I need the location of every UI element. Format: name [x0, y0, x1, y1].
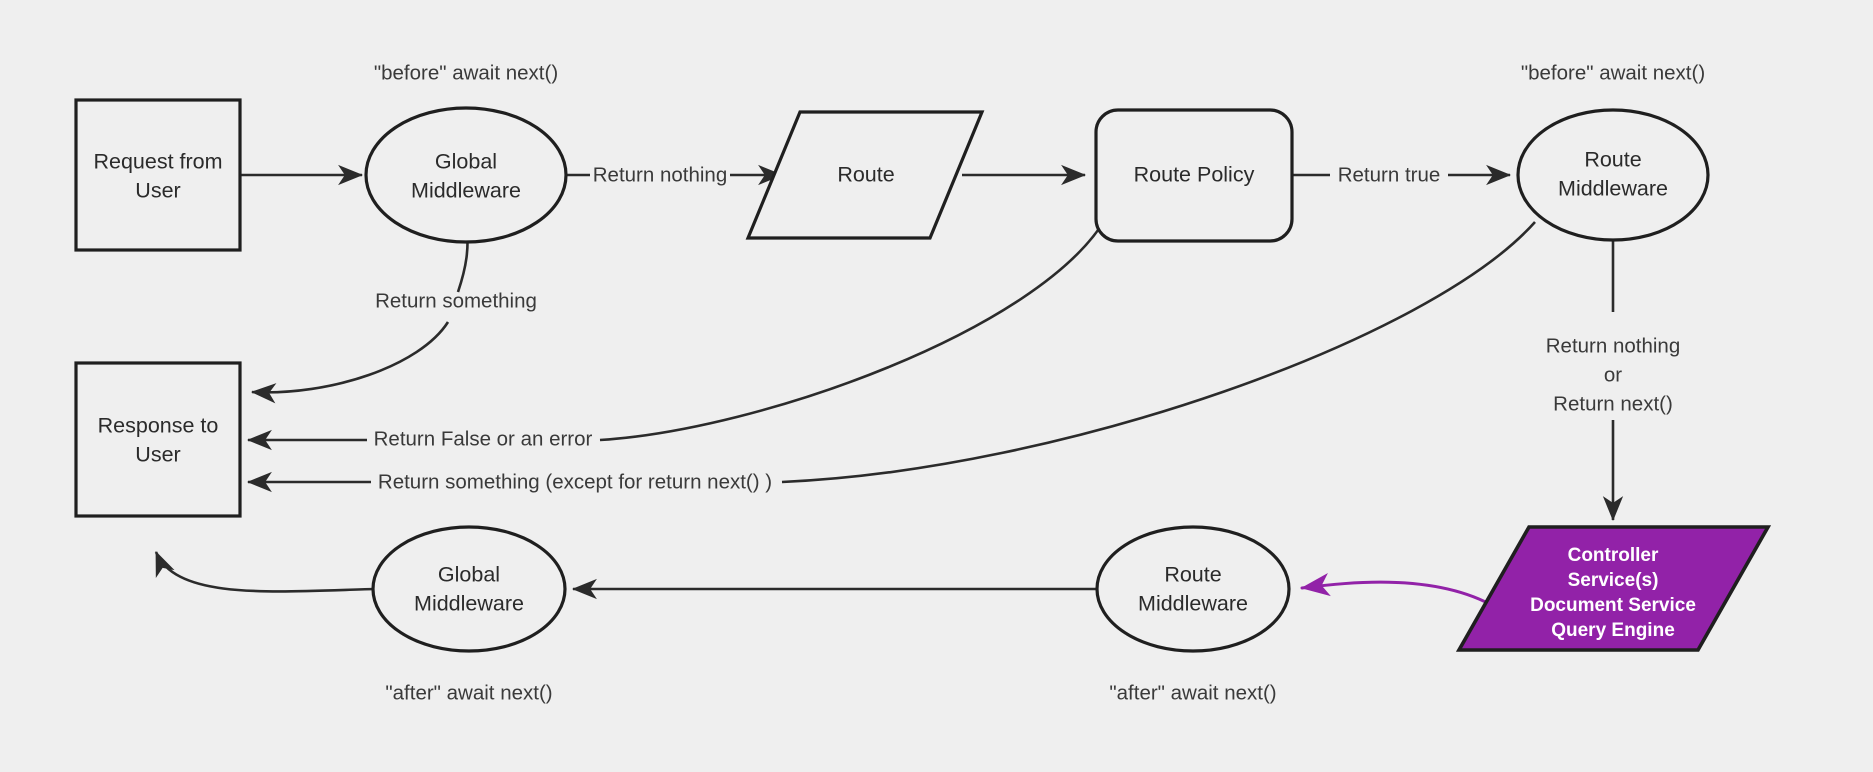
request-from-user-label-line1: Request from	[93, 150, 222, 174]
response-to-user-label-line1: Response to	[98, 414, 219, 438]
controller-services-label-line3: Document Service	[1530, 595, 1696, 616]
route-middleware-top-label-line1: Route	[1584, 148, 1641, 172]
request-from-user-shape	[74, 98, 242, 252]
edge-label-return-false-or-error: Return False or an error	[374, 427, 593, 450]
node-route-middleware-top[interactable]: Route Middleware "before" await next()	[1516, 61, 1710, 242]
global-middleware-top-shape	[364, 106, 568, 244]
controller-services-shape	[1455, 525, 1772, 652]
controller-services-label-line4: Query Engine	[1551, 620, 1675, 641]
global-middleware-top-label-line2: Middleware	[411, 179, 521, 203]
route-policy-label: Route Policy	[1134, 163, 1255, 187]
edge-global-return-something-b	[250, 321, 450, 404]
route-label: Route	[837, 163, 894, 187]
node-global-middleware-bottom[interactable]: Global Middleware "after" await next()	[371, 525, 567, 704]
route-shape	[745, 110, 985, 240]
controller-services-label-line2: Service(s)	[1568, 570, 1659, 591]
global-middleware-bottom-label-line1: Global	[438, 563, 500, 587]
route-middleware-top-caption: "before" await next()	[1521, 61, 1705, 84]
node-global-middleware-top[interactable]: Global Middleware "before" await next()	[364, 61, 568, 244]
edge-label-return-nothing-or-next-line2: or	[1604, 363, 1622, 386]
edge-label-return-true: Return true	[1338, 163, 1441, 186]
response-to-user-label-line2: User	[135, 443, 180, 467]
edge-rmw-return-something-curve	[781, 221, 1536, 484]
global-middleware-top-caption: "before" await next()	[374, 61, 558, 84]
request-from-user-label-line2: User	[135, 179, 180, 203]
node-route[interactable]: Route	[745, 110, 985, 240]
node-route-middleware-bottom[interactable]: Route Middleware "after" await next()	[1095, 525, 1291, 704]
global-middleware-bottom-caption: "after" await next()	[385, 681, 552, 704]
node-request-from-user[interactable]: Request from User	[74, 98, 242, 252]
node-response-to-user[interactable]: Response to User	[74, 361, 242, 518]
edge-label-return-nothing-or-next-line3: Return next()	[1553, 392, 1673, 415]
node-route-policy[interactable]: Route Policy	[1094, 108, 1294, 243]
global-middleware-bottom-shape	[371, 525, 567, 653]
route-middleware-bottom-label-line1: Route	[1164, 563, 1221, 587]
edge-global-mw-bottom-to-response	[154, 551, 374, 593]
edge-policy-return-false-curve	[599, 217, 1108, 442]
global-middleware-top-label-line1: Global	[435, 150, 497, 174]
response-to-user-shape	[74, 361, 242, 518]
global-middleware-bottom-label-line2: Middleware	[414, 592, 524, 616]
edge-label-return-nothing: Return nothing	[593, 163, 727, 186]
edge-label-return-something: Return something	[375, 289, 537, 312]
route-middleware-bottom-label-line2: Middleware	[1138, 592, 1248, 616]
edge-controller-to-route-middleware-accent	[1300, 572, 1502, 612]
route-middleware-top-label-line2: Middleware	[1558, 177, 1668, 201]
node-controller-services[interactable]: Controller Service(s) Document Service Q…	[1455, 525, 1772, 652]
route-middleware-bottom-caption: "after" await next()	[1109, 681, 1276, 704]
controller-services-label-line1: Controller	[1568, 545, 1659, 566]
edge-label-return-something-except-next: Return something (except for return next…	[378, 470, 772, 493]
edge-label-return-nothing-or-next-line1: Return nothing	[1546, 334, 1680, 357]
route-policy-shape	[1094, 108, 1294, 243]
route-middleware-top-shape	[1516, 108, 1710, 242]
route-middleware-bottom-shape	[1095, 525, 1291, 653]
